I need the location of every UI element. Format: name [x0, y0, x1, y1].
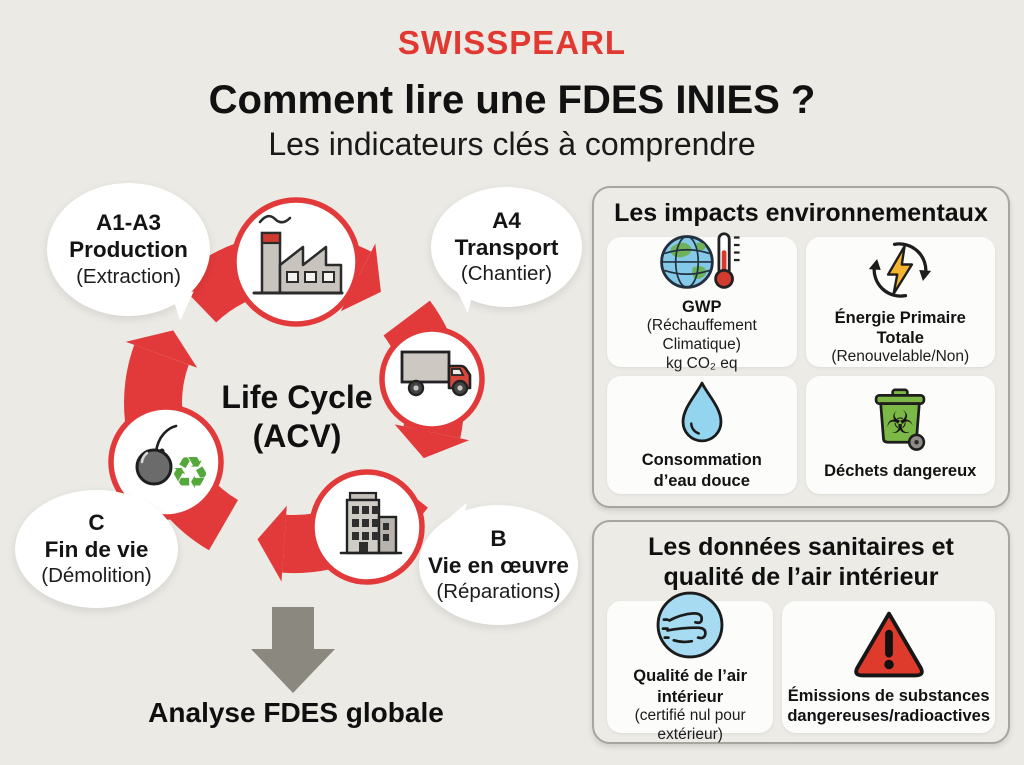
- card-water: Consommation d’eau douce: [607, 376, 797, 494]
- down-arrow-icon: [251, 607, 335, 693]
- stage-name: Production: [69, 237, 188, 262]
- wrecking-ball-recycle-icon: ♻: [135, 424, 210, 499]
- stage-detail: (Chantier): [460, 262, 553, 286]
- stage-detail: (Réparations): [436, 580, 561, 604]
- brand-logo: SWISSPEARL: [397, 24, 627, 61]
- stage-code: C: [88, 509, 105, 535]
- warning-triangle-icon: [853, 611, 924, 678]
- building-icon: [339, 491, 403, 555]
- globe-thermometer-icon: [659, 232, 740, 289]
- page-title: Comment lire une FDES INIES ?: [208, 78, 816, 122]
- card-emissions-title-line1: Émissions de substances: [787, 686, 990, 705]
- page-subtitle: Les indicateurs clés à comprendre: [268, 126, 756, 162]
- stage-bubble-transport: A4 Transport (Chantier): [431, 187, 582, 307]
- card-emissions-title-line2: dangereuses/radioactives: [787, 707, 990, 725]
- card-waste-title: Déchets dangereux: [824, 462, 977, 481]
- stage-bubble-production: A1-A3 Production (Extraction): [47, 183, 210, 316]
- card-gwp-sub1: (Réchauffement Climatique): [646, 317, 757, 354]
- stage-detail: (Démolition): [41, 564, 152, 588]
- lifecycle-diagram: ♻: [108, 197, 485, 693]
- water-drop-icon: [681, 382, 723, 443]
- cycle-center-line2: (ACV): [252, 418, 342, 455]
- cycle-center-line1: Life Cycle: [221, 379, 373, 415]
- stage-name: Vie en œuvre: [428, 552, 569, 578]
- card-gwp: GWP (Réchauffement Climatique) kg CO₂ eq: [607, 232, 797, 372]
- card-air-title: Qualité de l’air intérieur: [633, 667, 748, 706]
- card-air-sub1: (certifié nul pour extérieur): [634, 706, 746, 743]
- stage-name: Fin de vie: [44, 536, 149, 562]
- card-energy-title: Énergie Primaire Totale: [834, 308, 966, 348]
- panel-environmental-title: Les impacts environnementaux: [614, 199, 988, 227]
- panel-health-title-line1: Les données sanitaires et: [648, 533, 954, 561]
- card-energy-sub1: (Renouvelable/Non): [831, 348, 970, 366]
- indoor-air-quality-icon: [656, 592, 724, 659]
- cycle-center-label: Life Cycle (ACV): [194, 378, 400, 456]
- card-air-quality: Qualité de l’air intérieur (certifié nul…: [607, 592, 774, 743]
- panel-health-title-line2: qualité de l’air intérieur: [663, 563, 939, 591]
- renewable-energy-icon: [869, 242, 932, 298]
- conclusion-label: Analyse FDES globale: [148, 697, 444, 728]
- card-energy: Énergie Primaire Totale (Renouvelable/No…: [805, 237, 995, 367]
- stage-bubble-use: B Vie en œuvre (Réparations): [419, 505, 578, 625]
- panel-health-title: Les données sanitaires et qualité de l’a…: [600, 532, 1002, 592]
- card-water-title: Consommation d’eau douce: [641, 451, 762, 490]
- biohazard-icon: ☣: [886, 405, 914, 441]
- stage-detail: (Extraction): [76, 264, 181, 288]
- hazardous-waste-bin-icon: ☣: [874, 388, 926, 452]
- card-emissions: Émissions de substances dangereuses/radi…: [782, 601, 995, 733]
- stage-code: B: [490, 525, 507, 551]
- card-waste: ☣ Déchets dangereux: [805, 376, 995, 494]
- factory-icon: [252, 214, 344, 295]
- truck-icon: [400, 350, 472, 397]
- panel-environmental: Les impacts environnementaux: [592, 186, 1010, 508]
- recycle-icon: ♻: [170, 448, 209, 499]
- card-gwp-title: GWP: [682, 298, 722, 317]
- stage-name: Transport: [454, 234, 559, 260]
- card-gwp-sub2: kg CO₂ eq: [666, 355, 738, 373]
- panel-health: Les données sanitaires et qualité de l’a…: [592, 520, 1010, 744]
- stage-code: A1-A3: [95, 210, 162, 236]
- stage-bubble-end-of-life: C Fin de vie (Démolition): [15, 490, 178, 608]
- stage-code: A4: [492, 207, 521, 233]
